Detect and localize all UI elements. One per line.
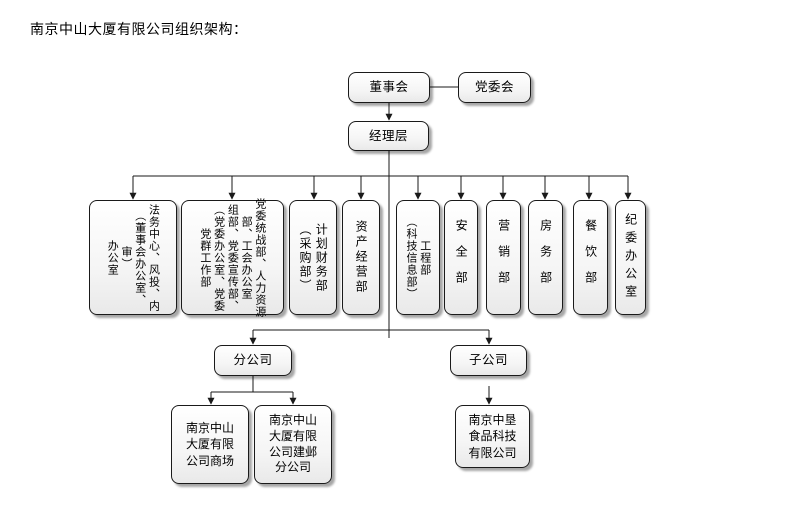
- dept-asset-label: 资产经营部: [354, 220, 369, 295]
- dept-legal-node: 法务中心、风投、内 （董事会办公室、 审） 办公室: [89, 200, 177, 315]
- dept-party-label: 党委统战部、人力资源 部、工会办公室 组部、党委宣传部、 （党委办公室、党委 党…: [198, 197, 267, 318]
- dept-discipline-label: 纪委办公室: [623, 212, 638, 303]
- subsidiary-node: 子公司: [450, 345, 527, 376]
- management-node: 经理层: [348, 121, 429, 151]
- dept-marketing-node: 营销部: [486, 200, 521, 315]
- dept-legal-label: 法务中心、风投、内 （董事会办公室、 审） 办公室: [106, 203, 161, 312]
- dept-finance-node: 计划财务部 （采购部）: [289, 200, 337, 315]
- branch-post-label: 南京中山 大厦有限 公司建邺 分公司: [268, 413, 317, 475]
- dept-finance-label: 计划财务部 （采购部）: [298, 222, 329, 293]
- dept-safety-node: 安全部: [444, 200, 478, 315]
- branch-mall-node: 南京中山 大厦有限 公司商场: [171, 405, 249, 484]
- subsidiary-food-label: 南京中垦 食品科技 有限公司: [468, 413, 517, 460]
- dept-housing-node: 房务部: [528, 200, 563, 315]
- dept-safety-label: 安全部: [454, 218, 469, 297]
- dept-housing-label: 房务部: [538, 218, 553, 297]
- dept-catering-label: 餐饮部: [583, 218, 598, 297]
- board-node: 董事会: [348, 72, 430, 103]
- dept-engineering-label: 工程部 （科技信息部）: [405, 215, 432, 300]
- branch-mall-label: 南京中山 大厦有限 公司商场: [185, 421, 234, 468]
- branch-post-node: 南京中山 大厦有限 公司建邺 分公司: [254, 405, 332, 484]
- page-title: 南京中山大厦有限公司组织架构：: [30, 22, 248, 38]
- party-committee-node: 党委会: [458, 72, 531, 103]
- dept-asset-node: 资产经营部: [342, 200, 380, 315]
- branch-node: 分公司: [214, 345, 292, 376]
- dept-party-node: 党委统战部、人力资源 部、工会办公室 组部、党委宣传部、 （党委办公室、党委 党…: [181, 197, 284, 318]
- dept-engineering-node: 工程部 （科技信息部）: [396, 200, 440, 315]
- dept-catering-node: 餐饮部: [573, 200, 608, 315]
- dept-marketing-label: 营销部: [496, 218, 511, 297]
- dept-discipline-node: 纪委办公室: [615, 200, 646, 315]
- subsidiary-food-node: 南京中垦 食品科技 有限公司: [455, 405, 530, 468]
